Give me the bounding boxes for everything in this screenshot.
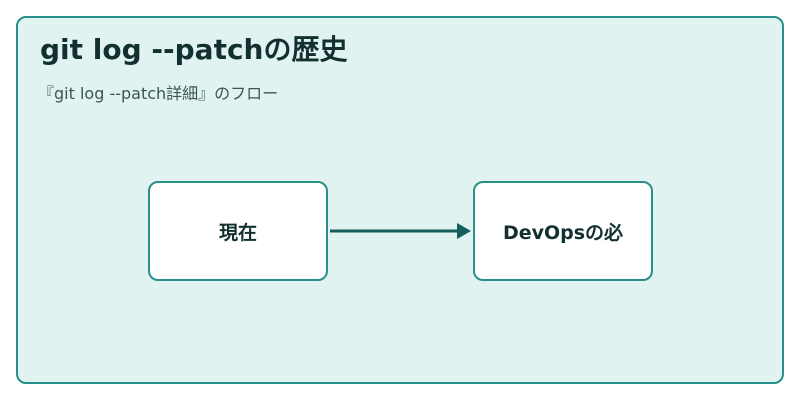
diagram-subtitle: 『git log --patch詳細』のフロー — [38, 84, 279, 103]
node-devops: DevOpsの必 — [473, 181, 653, 281]
diagram-panel — [16, 16, 784, 384]
diagram-title: git log --patchの歴史 — [40, 33, 348, 66]
node-current: 現在 — [148, 181, 328, 281]
